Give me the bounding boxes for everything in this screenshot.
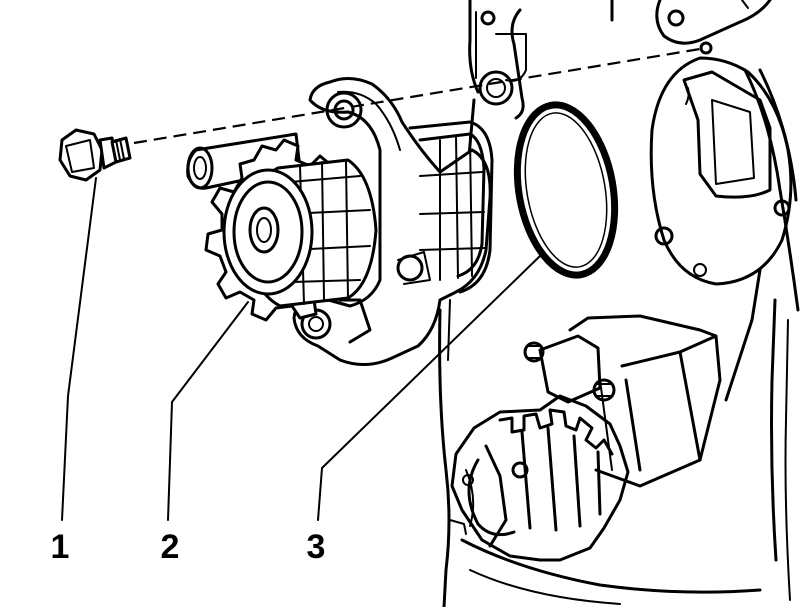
- engine-block: [438, 0, 800, 607]
- leader-line-2: [167, 301, 249, 521]
- callout-label-3: 3: [307, 528, 326, 566]
- belt-cover: [649, 41, 793, 402]
- callout-label-2: 2: [161, 528, 180, 566]
- bolt: [58, 128, 132, 182]
- callout-label-1: 1: [51, 528, 70, 566]
- leader-line-1: [61, 177, 97, 521]
- water-pump: [186, 77, 494, 366]
- leader-line-3: [317, 255, 541, 521]
- alignment-line: [133, 46, 707, 145]
- o-ring: [513, 101, 619, 279]
- camshaft-sprocket-assembly: [449, 314, 722, 562]
